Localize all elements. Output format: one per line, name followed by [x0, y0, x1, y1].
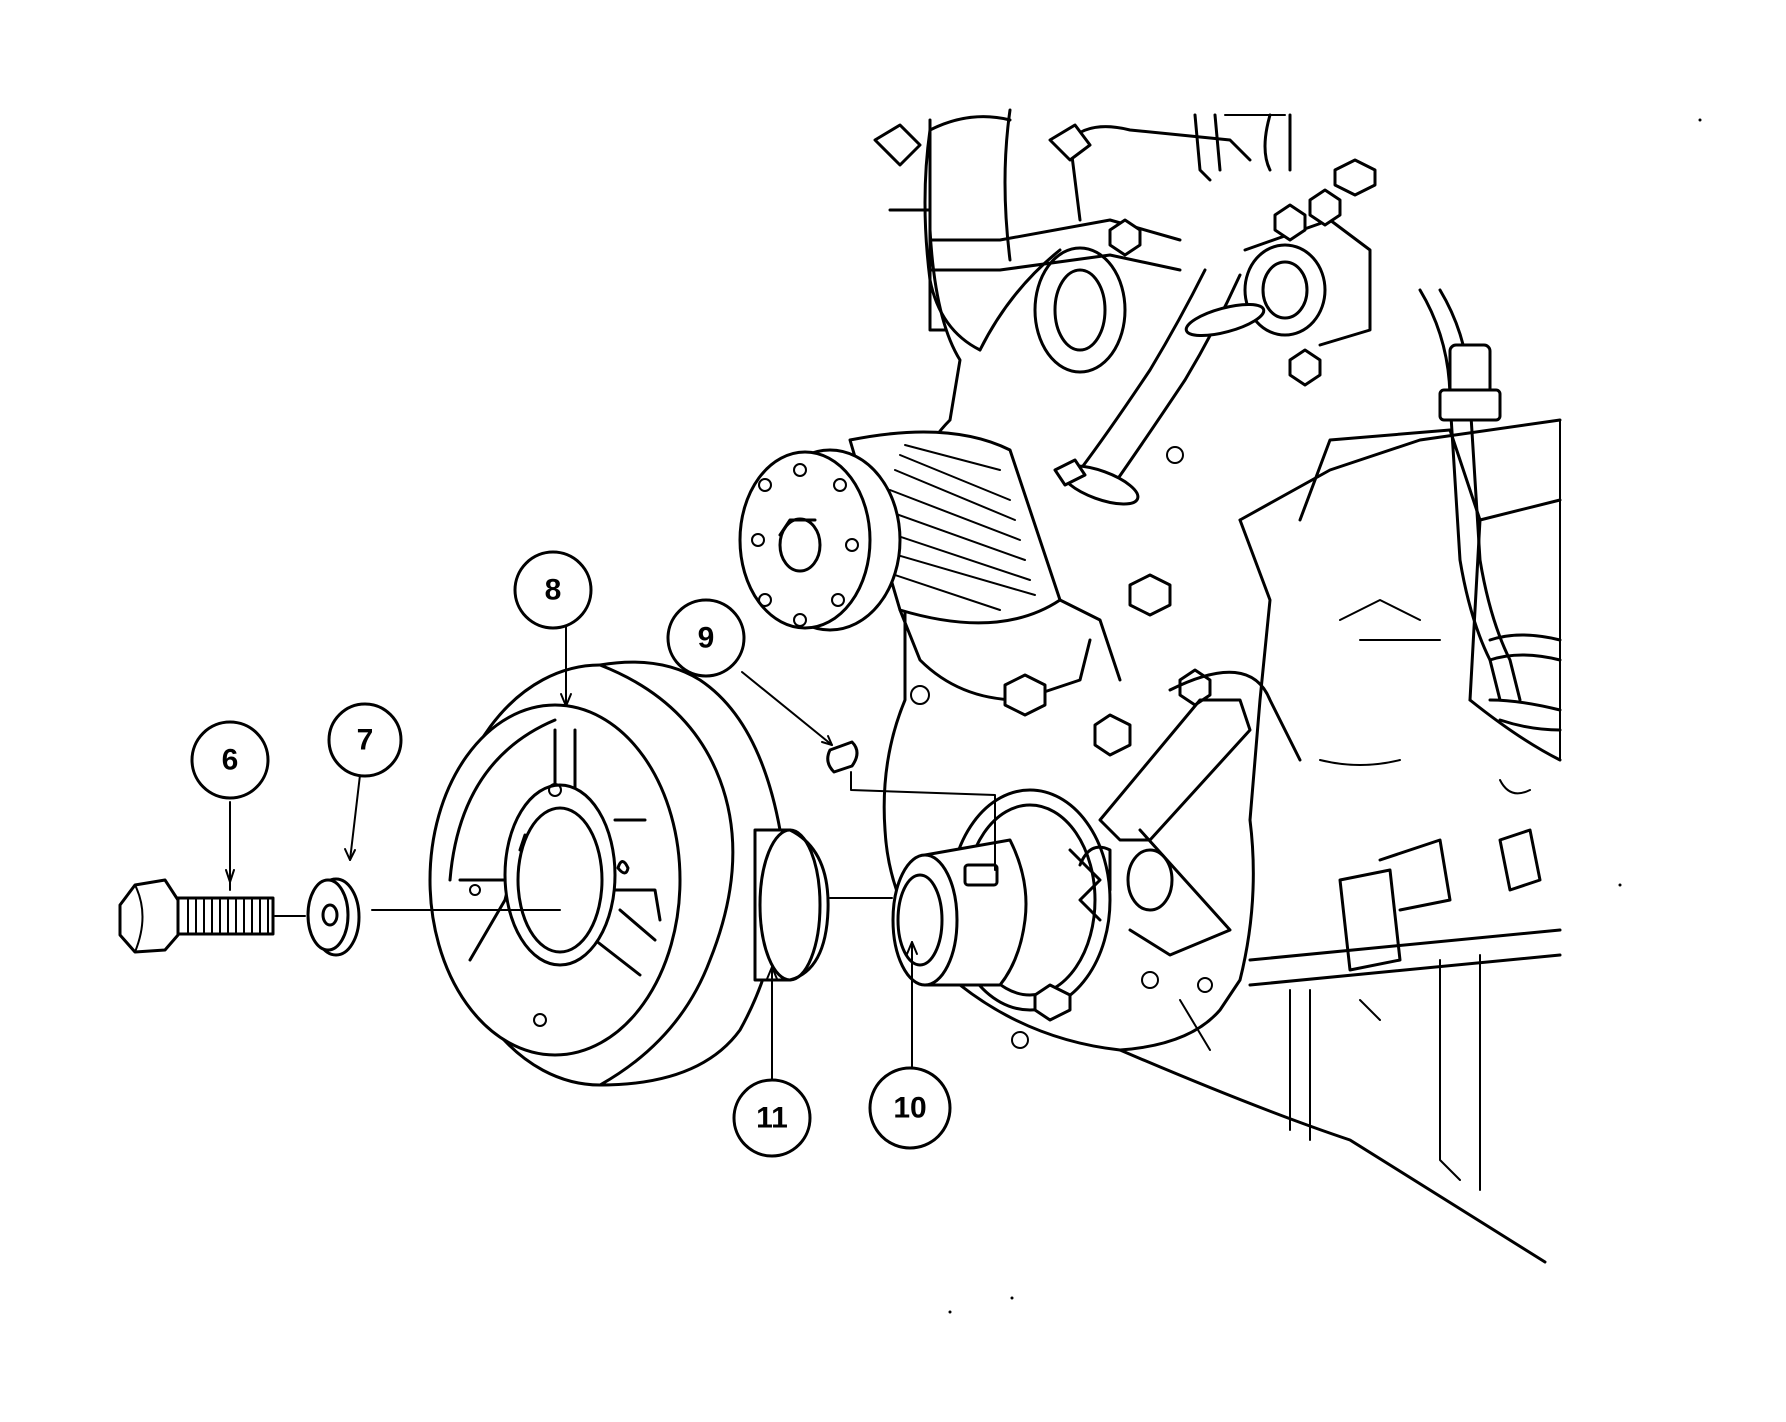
timing-cover [948, 698, 1252, 1049]
scan-speck [948, 1310, 952, 1314]
engine-block [882, 118, 1562, 1264]
callout-7: 7 [327, 702, 403, 778]
callout-8-label: 8 [545, 574, 562, 607]
scan-speck [1698, 118, 1702, 122]
water-pump-pulley [738, 430, 1302, 762]
callout-11-label: 11 [756, 1102, 788, 1135]
callout-10-label: 10 [893, 1092, 926, 1125]
scan-speck [1618, 883, 1622, 887]
callout-6-label: 6 [222, 744, 239, 777]
bolt [118, 878, 275, 954]
harmonic-balancer [428, 660, 784, 1087]
callout-8: 8 [513, 550, 593, 630]
assembly-centerline [274, 897, 893, 917]
callout-9-label: 9 [698, 622, 715, 655]
crankshaft-nose [891, 838, 1028, 987]
callout-9: 9 [666, 598, 746, 678]
scan-speck [1010, 1296, 1014, 1300]
upper-hoses [873, 108, 1377, 506]
key-alignment-line [850, 771, 996, 871]
leader-lines [225, 619, 918, 1091]
woodruff-key [826, 740, 859, 774]
callout-7-label: 7 [357, 724, 374, 757]
callout-6: 6 [190, 720, 270, 800]
callout-10: 10 [868, 1066, 952, 1150]
pulley-hub-spacer [753, 828, 830, 982]
callout-11: 11 [732, 1078, 812, 1158]
washer [306, 877, 361, 957]
